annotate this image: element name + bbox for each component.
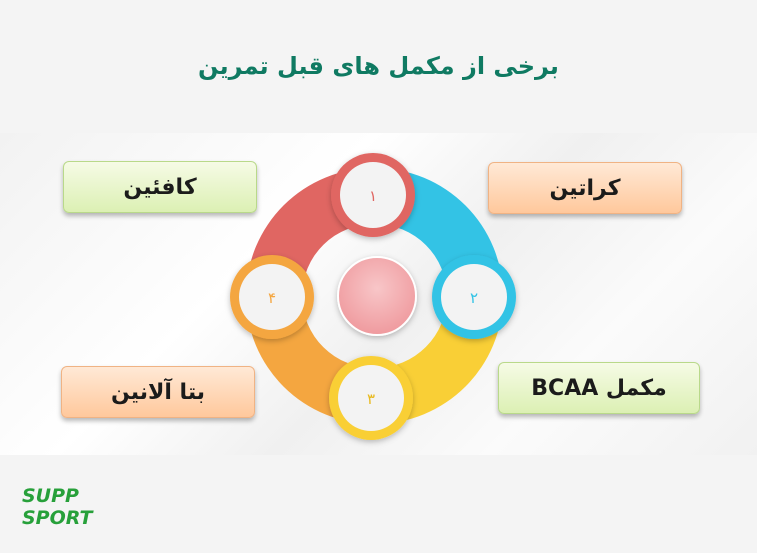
cycle-node-3: ۳ <box>329 356 413 440</box>
node-number-4: ۴ <box>268 289 276 307</box>
page-title: برخی از مکمل های قبل تمرین <box>198 52 559 80</box>
suppsport-logo: SUPP SPORT <box>22 485 95 529</box>
label-beta-alanine-text: بتا آلانین <box>110 379 206 405</box>
node-number-1: ۱ <box>369 187 377 205</box>
cycle-node-2: ۲ <box>432 255 516 339</box>
label-beta-alanine: بتا آلانین <box>61 366 255 418</box>
label-creatine: کراتین <box>488 162 682 214</box>
logo-line-2: SPORT <box>22 507 95 529</box>
center-circle <box>337 256 417 336</box>
label-bcaa-text: مکمل BCAA <box>531 375 667 401</box>
logo-line-1: SUPP <box>22 485 79 507</box>
cycle-node-1: ۱ <box>331 153 415 237</box>
label-creatine-text: کراتین <box>549 175 621 201</box>
label-caffeine-text: کافئین <box>123 174 197 200</box>
label-caffeine: کافئین <box>63 161 257 213</box>
node-number-3: ۳ <box>367 390 375 408</box>
node-number-2: ۲ <box>470 289 478 307</box>
label-bcaa: مکمل BCAA <box>498 362 700 414</box>
cycle-node-4: ۴ <box>230 255 314 339</box>
